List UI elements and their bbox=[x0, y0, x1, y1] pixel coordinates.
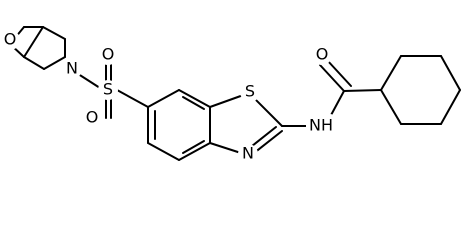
sulfonyl-oxygen-top-label: O bbox=[102, 45, 115, 64]
morpholine-oxygen-label: O bbox=[4, 30, 17, 49]
cyclohexane-bond-6 bbox=[380, 55, 402, 91]
carbonyl-o-bond-a bbox=[319, 64, 345, 92]
atom-labels: O N S O O S N NH O bbox=[0, 30, 336, 164]
carbonyl-cyclohexyl-bond bbox=[343, 89, 382, 92]
benzothiazole-core bbox=[147, 89, 283, 161]
benzene-inner-bond-3 bbox=[182, 96, 205, 110]
morpholine-nitrogen-bg bbox=[62, 59, 82, 79]
morpholine-bond-4 bbox=[43, 56, 66, 70]
carbonyl-o-bond-b bbox=[326, 59, 352, 87]
cyclohexane-bond-1 bbox=[380, 89, 402, 125]
morpholine-bond-1 bbox=[23, 26, 44, 58]
thiazole-sulfur-label: S bbox=[245, 82, 255, 101]
amide-nitrogen-bg bbox=[306, 114, 336, 138]
benzene-bond-6 bbox=[147, 89, 180, 108]
sulfonyl-oxygen-bottom-bg bbox=[82, 108, 102, 128]
cyclohexane-bond-3 bbox=[440, 89, 461, 125]
sulfonyl-oxygen-bottom-label: O bbox=[86, 108, 99, 127]
cyclohexane-ring bbox=[380, 55, 461, 125]
carbonyl-oxygen-label: O bbox=[316, 45, 329, 64]
thiazole-nitrogen-bg bbox=[238, 144, 258, 164]
chemical-structure-canvas: O N S O O S N NH O bbox=[0, 26, 461, 164]
sulfonyl-sulfur-label: S bbox=[103, 80, 113, 99]
sulfonyl-oxygen-top-bg bbox=[98, 45, 118, 65]
morpholine-ring bbox=[9, 26, 66, 70]
morpholine-nitrogen-label: N bbox=[66, 59, 78, 78]
amide-nitrogen-label: NH bbox=[309, 116, 333, 135]
molecule-diagram: O N S O O S N NH O bbox=[0, 26, 461, 164]
cyclohexane-bond-4 bbox=[440, 55, 461, 91]
morpholine-bond-2 bbox=[42, 26, 66, 40]
s-benzene-bond bbox=[116, 89, 149, 108]
benzene-bond-3 bbox=[178, 142, 211, 161]
morpholine-oxygen-bg bbox=[0, 30, 20, 50]
carbonyl-oxygen-bg bbox=[312, 45, 332, 65]
benzene-bond-5 bbox=[178, 89, 211, 108]
thiazole-nitrogen-label: N bbox=[242, 144, 254, 163]
morpholine-bond-3 bbox=[23, 56, 45, 70]
sulfonyl-sulfur-bg bbox=[98, 80, 118, 100]
thiazole-sulfur-bg bbox=[240, 82, 260, 102]
benzene-inner-bond-2 bbox=[182, 140, 205, 154]
benzene-bond-2 bbox=[147, 142, 180, 161]
n-carbonyl-bond bbox=[329, 90, 345, 118]
